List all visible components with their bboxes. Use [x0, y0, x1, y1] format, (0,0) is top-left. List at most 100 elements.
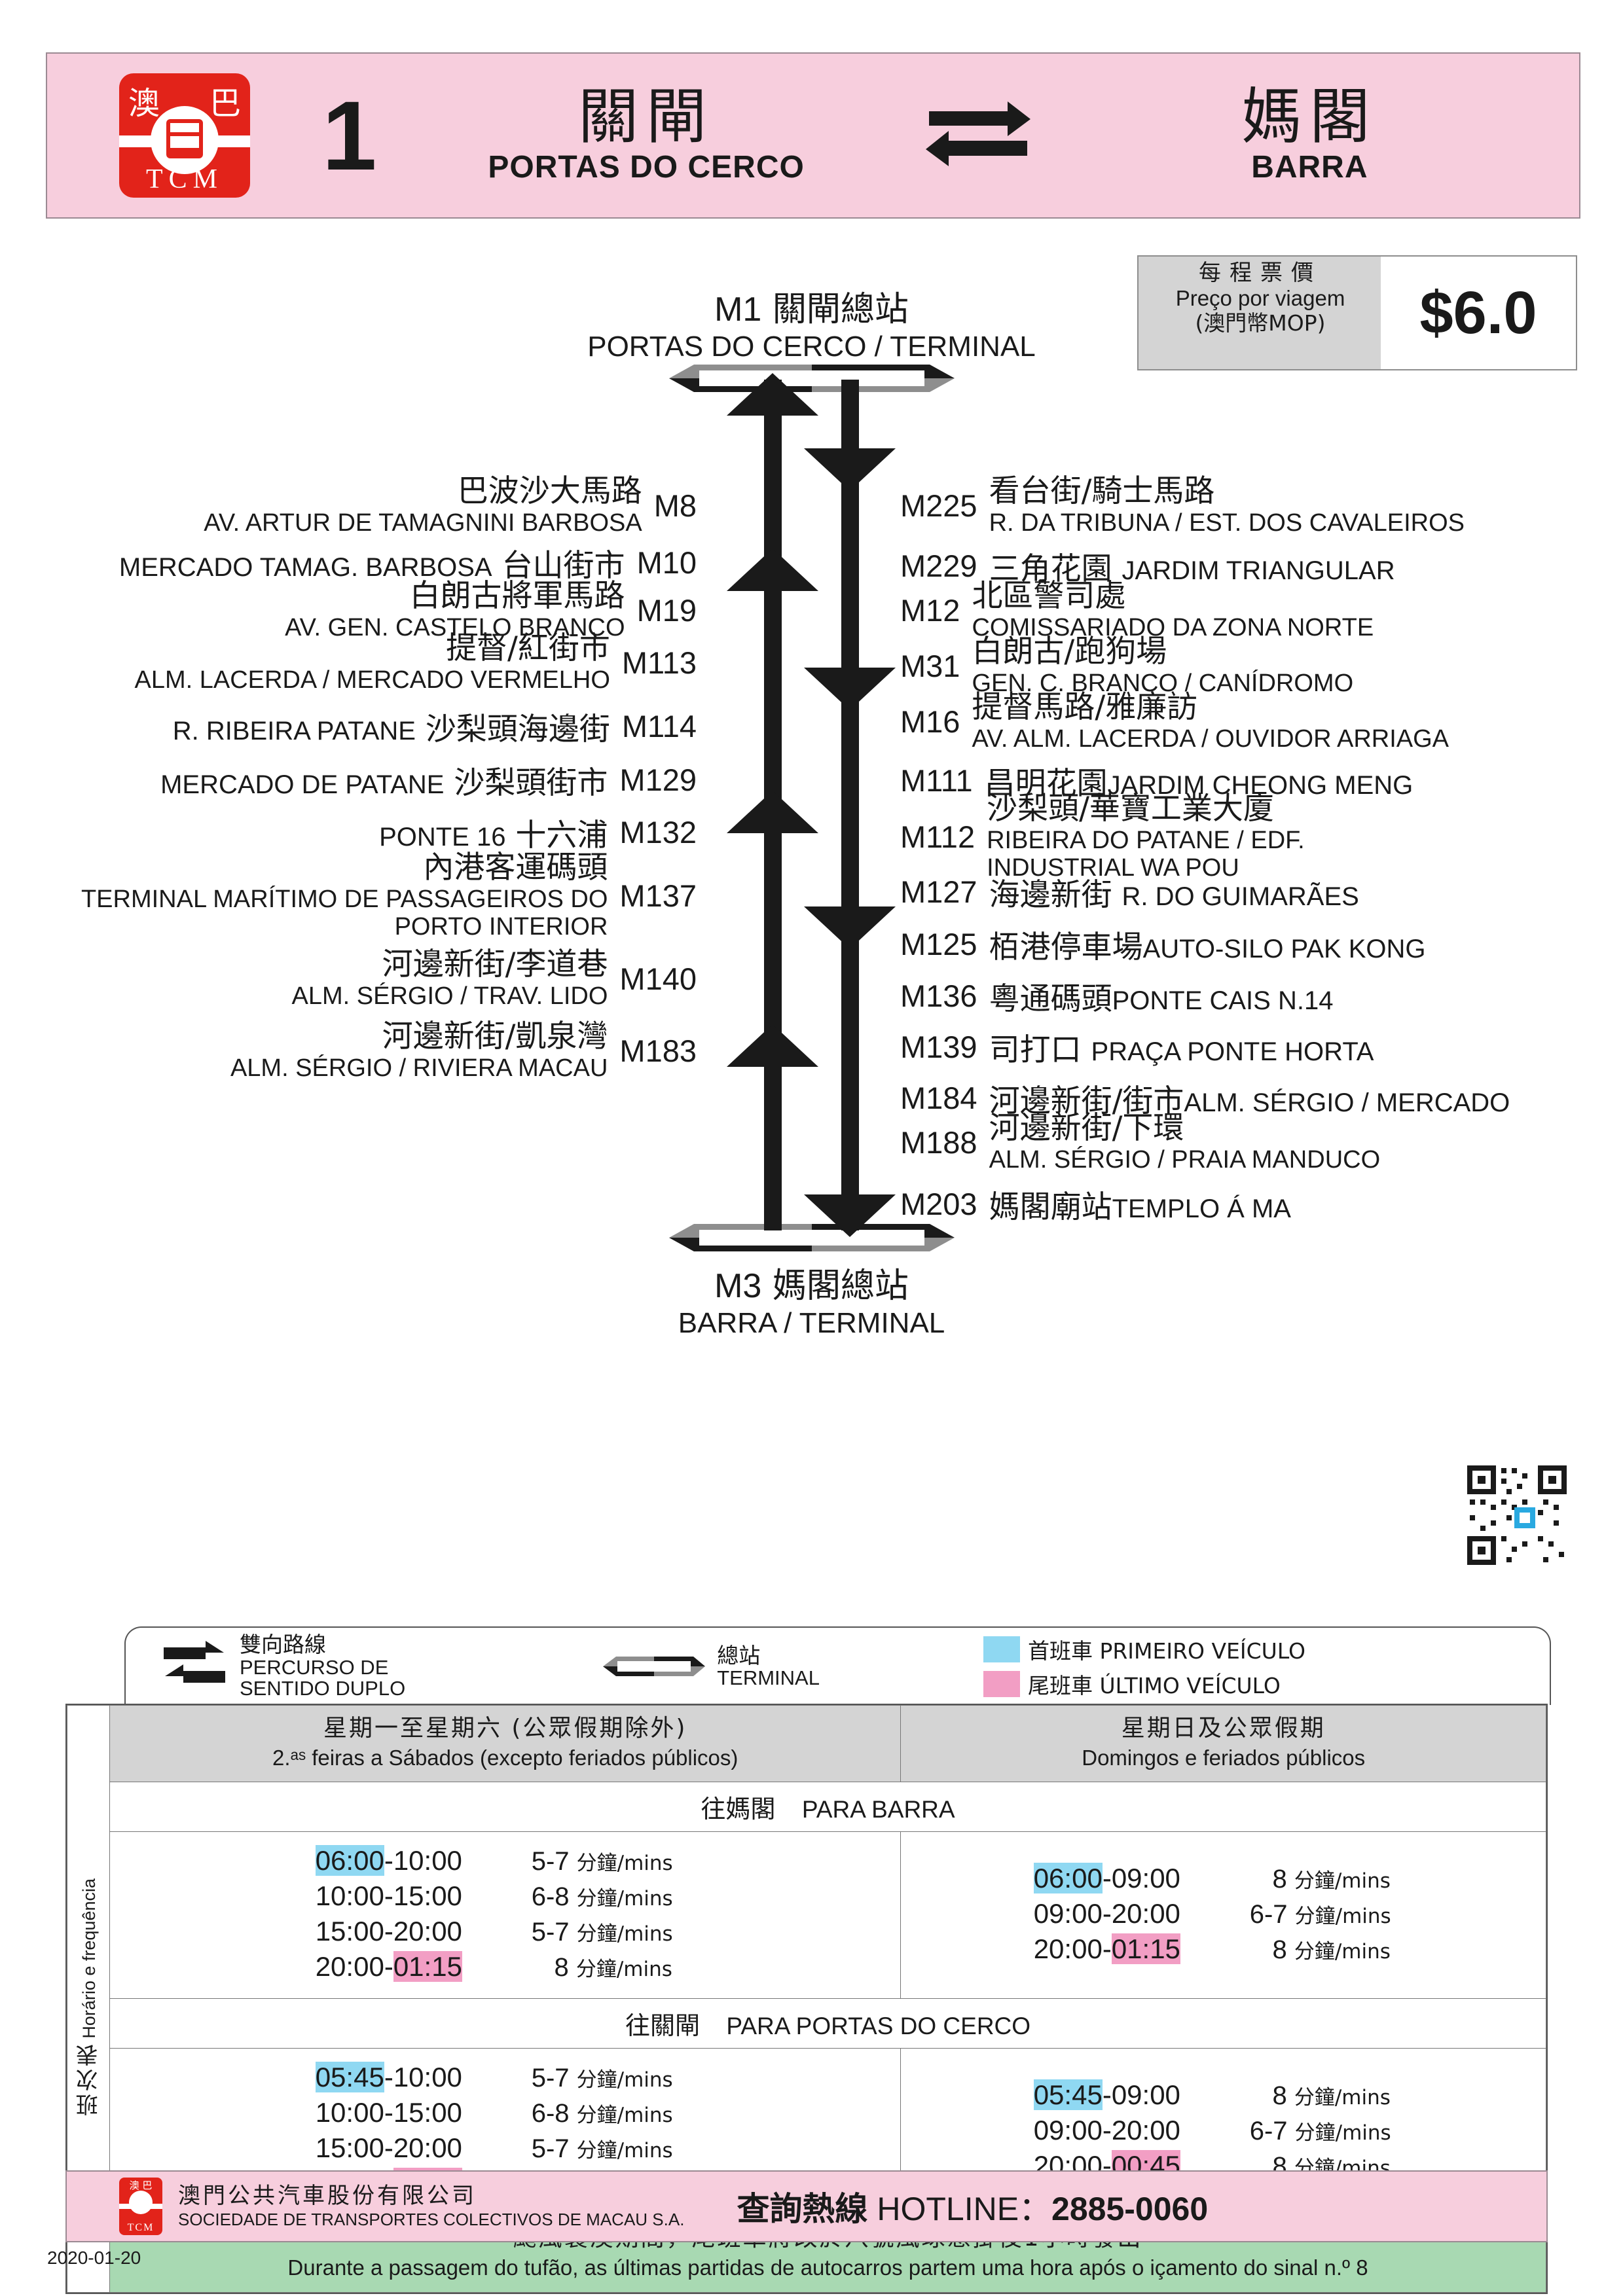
stop-M31-cn: 白朗古/跑狗場 [972, 634, 1167, 670]
company-name-cn: 澳門公共汽車股份有限公司 [178, 2183, 477, 2209]
stop-M132-cn: 十六浦 [515, 817, 608, 853]
tcm-logo-small: 澳 巴 TCM [119, 2178, 162, 2235]
typhoon-notice-pt: Durante a passagem do tufão, as últimas … [287, 2255, 1368, 2280]
destination-name-cn: 媽閣 [1241, 82, 1378, 152]
footer-logo-tcm: TCM [127, 2222, 155, 2233]
first-bus-swatch [983, 1636, 1020, 1662]
stop-M16-code: M16 [900, 704, 960, 740]
route-number: 1 [322, 81, 377, 190]
stop-M10-code: M10 [636, 545, 697, 580]
stop-M229-pt: JARDIM TRIANGULAR [1122, 556, 1395, 585]
stop-M183-pt: ALM. SÉRGIO / RIVIERA MACAU [230, 1054, 608, 1082]
legend-bidirectional-pt2: SENTIDO DUPLO [240, 1677, 406, 1700]
time-to: 09:00 [1111, 2079, 1180, 2110]
stop-M19-code: M19 [636, 593, 697, 628]
stop-M225-cn: 看台街/騎士馬路 [989, 473, 1215, 509]
destination-name-pt: BARRA [1251, 149, 1368, 185]
legend-terminal-pt: TERMINAL [717, 1666, 820, 1689]
time-from: 09:00 [1033, 2114, 1103, 2145]
stop-M129-pt: MERCADO DE PATANE [160, 770, 445, 799]
schedule-vlabel-pt: Horário e frequência [79, 1878, 99, 2039]
origin-terminus: 關閘 PORTAS DO CERCO [376, 86, 915, 185]
stop-M111: M111 昌明花園JARDIM CHEONG MENG [900, 758, 1413, 803]
time-to: 10:00 [393, 2061, 462, 2092]
stop-M8-pt: AV. ARTUR DE TAMAGNINI BARBOSA [204, 509, 642, 537]
stop-M19-pt: AV. GEN. CASTELO BRANCO [285, 613, 625, 641]
logo-char-ba: 巴 [209, 85, 241, 122]
stop-M127-cn: 海邊新街 [989, 877, 1112, 913]
stop-M140-code: M140 [619, 961, 697, 997]
logo-tcm-text: TCM [145, 164, 223, 194]
fare-box: 每程票價 Preço por viagem (澳門幣MOP) $6.0 [1137, 255, 1577, 370]
freq-value: 6-7 [1249, 1899, 1288, 1929]
time-from: 05:45 [315, 2061, 384, 2092]
legend-first-bus-label: 首班車 PRIMEIRO VEÍCULO [1027, 1638, 1306, 1664]
stop-M127-label: 海邊新街 R. DO GUIMARÃES [989, 869, 1359, 914]
legend-first-last: 首班車 PRIMEIRO VEÍCULO 尾班車 ÚLTIMO VEÍCULO [983, 1630, 1305, 1703]
direction-barra-cn: 往媽閣 [701, 1794, 776, 1823]
time-to: 01:15 [393, 1950, 462, 1982]
time-to: 15:00 [393, 2096, 462, 2128]
stop-M10-label: MERCADO TAMAG. BARBOSA 台山街市 [119, 540, 625, 585]
hotline-label-en: HOTLINE： [877, 2191, 1052, 2227]
last-bus-swatch [983, 1670, 1020, 1697]
stop-M139-label: 司打口 PRAÇA PONTE HORTA [989, 1024, 1374, 1069]
time-from: 20:00 [1033, 1933, 1103, 1964]
stop-M129-code: M129 [619, 762, 697, 797]
hotline-number: 2885-0060 [1051, 2191, 1209, 2227]
stop-M136-code: M136 [900, 978, 977, 1013]
stop-M229: M229 三角花園 JARDIM TRIANGULAR [900, 543, 1395, 588]
freq-value: 6-8 [531, 2098, 570, 2128]
stop-M139-cn: 司打口 [989, 1032, 1082, 1068]
terminal-bottom-name-cn: 媽閣總站 [772, 1266, 909, 1306]
stop-M139: M139 司打口 PRAÇA PONTE HORTA [900, 1024, 1374, 1069]
stop-M203-pt: TEMPLO Á MA [1112, 1194, 1291, 1223]
stop-M136: M136 粵通碼頭PONTE CAIS N.14 [900, 973, 1333, 1018]
fare-label-pt: Preço por viagem [1175, 286, 1345, 311]
stop-M111-label: 昌明花園JARDIM CHEONG MENG [985, 758, 1413, 803]
freq-value: 5-7 [531, 2134, 570, 2163]
stop-M132-code: M132 [619, 815, 697, 850]
bidirectional-route-icon [164, 1640, 225, 1683]
legend: 雙向路線 PERCURSO DE SENTIDO DUPLO 總站 TERMIN… [124, 1626, 1551, 1705]
terminal-bottom-code: M3 [714, 1267, 762, 1305]
stop-M183-cn: 河邊新街/凱泉灣 [382, 1018, 608, 1054]
terminal-marker-icon [603, 1657, 706, 1676]
freq-value: 5-7 [531, 1917, 570, 1946]
legend-last-bus: 尾班車 ÚLTIMO VEÍCULO [983, 1668, 1305, 1700]
stop-M229-cn: 三角花園 [989, 551, 1112, 587]
stop-M16-cn: 提督馬路/雅廉訪 [972, 689, 1198, 725]
stop-M31-pt: GEN. C. BRANCO / CANÍDROMO [972, 669, 1354, 697]
schedule-vlabel-cn: 班次表 [75, 2041, 102, 2117]
stop-M188-code: M188 [900, 1125, 977, 1160]
terminal-top-cn: M1 關閘總站 [587, 281, 1036, 331]
stop-M203: M203 媽閣廟站TEMPLO Á MA [900, 1181, 1291, 1227]
stop-M19-cn: 白朗古將軍馬路 [409, 578, 625, 614]
time-to: 01:15 [1111, 1933, 1180, 1964]
stop-M111-code: M111 [900, 763, 973, 798]
stop-M8-cn: 巴波沙大馬路 [457, 473, 642, 509]
direction-barra-pt: PARA BARRA [801, 1795, 955, 1823]
time-from: 15:00 [315, 2132, 384, 2163]
freq-unit: 分鐘/mins [1294, 1904, 1391, 1928]
stop-M188-cn: 河邊新街/下環 [989, 1110, 1184, 1146]
legend-bidirectional-pt1: PERCURSO DE [240, 1655, 389, 1679]
stop-M137-pt: TERMINAL MARÍTIMO DE PASSAGEIROS DO PORT… [81, 885, 608, 941]
stop-M136-cn: 粵通碼頭 [989, 981, 1112, 1017]
schedule-header-weekday-cn: 星期一至星期六 (公眾假期除外) [323, 1715, 687, 1742]
schedule-header-holiday-cn: 星期日及公眾假期 [1121, 1715, 1326, 1742]
stop-M229-code: M229 [900, 548, 977, 583]
terminal-bottom-cn: M3 媽閣總站 [678, 1258, 945, 1307]
freq-value: 8 [1272, 1864, 1287, 1893]
time-from: 20:00 [315, 1950, 384, 1982]
terminal-top-marker [668, 363, 956, 393]
